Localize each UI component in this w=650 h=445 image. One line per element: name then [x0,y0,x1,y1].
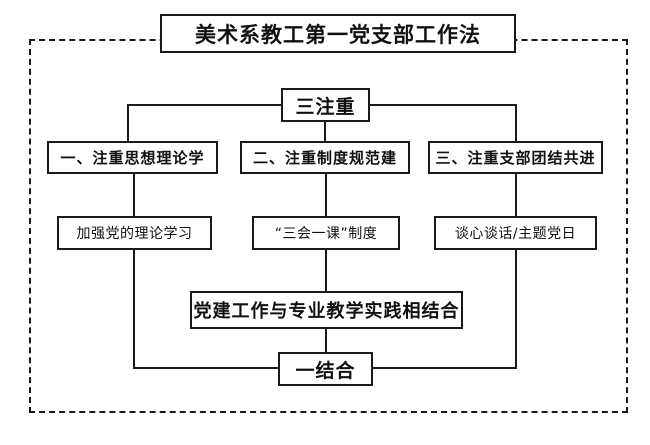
detail-1-box: 加强党的理论学习 [57,216,212,250]
diagram-title-text: 美术系教工第一党支部工作法 [195,22,481,47]
combine-detail-label: 党建工作与专业教学实践相结合 [193,301,460,322]
connector-detail-2-to-combine-detail [325,249,327,292]
connector-bottom-rail-right [371,367,517,369]
branch-1-box: 一、注重思想理论学 [47,141,218,174]
detail-2-box: “三会一课”制度 [252,216,400,250]
branch-1-label: 一、注重思想理论学 [60,149,205,167]
branch-3-label: 三、注重支部团结共进 [435,149,596,167]
connector-branch-3-to-detail-3 [515,173,517,217]
detail-2-label: “三会一课”制度 [274,226,378,242]
branch-3-box: 三、注重支部团结共进 [428,141,603,174]
connector-bar-to-branch-3 [515,104,517,142]
connector-bottom-rail-left [133,367,280,369]
branch-2-box: 二、注重制度规范建 [240,141,410,174]
combine-node-box: 一结合 [278,352,373,386]
branch-2-label: 二、注重制度规范建 [252,149,397,167]
connector-combine-detail-to-combine [325,328,327,353]
combine-detail-box: 党建工作与专业教学实践相结合 [190,291,463,329]
combine-node-text: 一结合 [295,359,356,382]
connector-bar-right-stub [368,104,517,106]
focus-node-text: 三注重 [295,95,356,118]
diagram-title-box: 美术系教工第一党支部工作法 [160,14,516,53]
connector-bar-to-branch-1 [127,104,129,142]
connector-focus-to-branch-2 [324,121,326,142]
detail-3-box: 谈心谈话/主题党日 [434,216,597,250]
focus-node-box: 三注重 [281,88,370,122]
connector-detail-1-down [133,249,135,369]
connector-detail-3-down [515,249,517,369]
connector-branch-1-to-detail-1 [133,173,135,217]
connector-bar-left-stub [127,104,283,106]
connector-branch-2-to-detail-2 [325,173,327,217]
detail-1-label: 加强党的理论学习 [76,226,193,242]
detail-3-label: 谈心谈话/主题党日 [454,226,577,242]
